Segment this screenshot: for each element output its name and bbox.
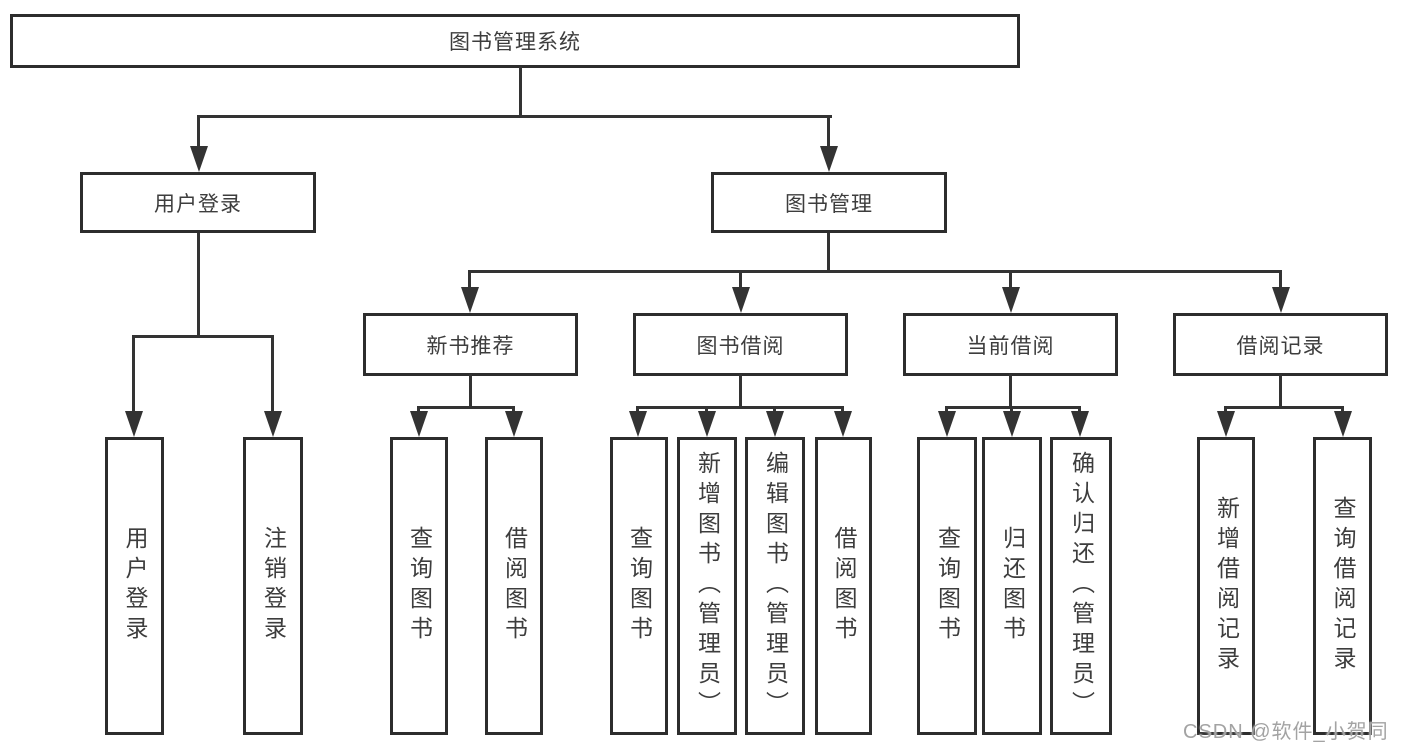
connector-line (519, 67, 522, 118)
node-user-login: 用户登录 (80, 172, 316, 233)
leaf-logout-label: 注销登录 (260, 526, 287, 646)
arrow-down-icon (1272, 287, 1290, 313)
leaf-query-books-recommend-label: 查询图书 (406, 526, 433, 646)
leaf-confirm-return-admin-label: 确认归还（管理员） (1068, 451, 1095, 721)
leaf-borrow-books-recommend: 借阅图书 (485, 437, 543, 735)
node-user-login-label: 用户登录 (154, 192, 242, 216)
leaf-borrow-books: 借阅图书 (815, 437, 872, 735)
leaf-add-borrow-record-label: 新增借阅记录 (1213, 496, 1240, 676)
arrow-down-icon (698, 411, 716, 437)
leaf-return-books: 归还图书 (982, 437, 1042, 735)
connector-line (1279, 374, 1282, 408)
arrow-down-icon (461, 287, 479, 313)
node-book-management-label: 图书管理 (785, 192, 873, 216)
arrow-down-icon (190, 146, 208, 172)
node-book-borrowing-label: 图书借阅 (696, 334, 785, 358)
connector-line (468, 270, 471, 290)
node-book-management: 图书管理 (711, 172, 947, 233)
connector-line (132, 335, 135, 415)
leaf-return-books-label: 归还图书 (999, 526, 1026, 646)
arrow-down-icon (820, 146, 838, 172)
leaf-borrow-books-label: 借阅图书 (831, 526, 857, 646)
leaf-user-login: 用户登录 (105, 437, 164, 735)
connector-line (469, 374, 472, 408)
leaf-borrow-books-recommend-label: 借阅图书 (501, 526, 528, 646)
connector-line (739, 270, 742, 290)
node-book-borrowing: 图书借阅 (633, 313, 848, 376)
arrow-down-icon (766, 411, 784, 437)
connector-line (469, 270, 1282, 273)
leaf-logout: 注销登录 (243, 437, 303, 735)
node-borrowing-records-label: 借阅记录 (1236, 334, 1325, 358)
leaf-query-books-borrowing-label: 查询图书 (626, 526, 653, 646)
arrow-down-icon (1071, 411, 1089, 437)
node-current-borrowing-label: 当前借阅 (966, 334, 1055, 358)
leaf-query-books-current-label: 查询图书 (934, 526, 961, 646)
leaf-add-book-admin: 新增图书（管理员） (677, 437, 737, 735)
leaf-query-borrow-record: 查询借阅记录 (1313, 437, 1372, 735)
arrow-down-icon (629, 411, 647, 437)
arrow-down-icon (264, 411, 282, 437)
connector-line (1009, 270, 1012, 290)
connector-line (418, 406, 515, 409)
leaf-query-books-current: 查询图书 (917, 437, 977, 735)
leaf-query-books-recommend: 查询图书 (390, 437, 448, 735)
arrow-down-icon (1334, 411, 1352, 437)
connector-line (1279, 270, 1282, 290)
arrow-down-icon (125, 411, 143, 437)
arrow-down-icon (732, 287, 750, 313)
leaf-edit-book-admin: 编辑图书（管理员） (745, 437, 805, 735)
arrow-down-icon (410, 411, 428, 437)
connector-line (197, 115, 200, 149)
leaf-add-borrow-record: 新增借阅记录 (1197, 437, 1255, 735)
connector-line (271, 335, 274, 415)
node-new-book-recommend: 新书推荐 (363, 313, 578, 376)
leaf-query-books-borrowing: 查询图书 (610, 437, 668, 735)
leaf-confirm-return-admin: 确认归还（管理员） (1050, 437, 1112, 735)
arrow-down-icon (938, 411, 956, 437)
node-current-borrowing: 当前借阅 (903, 313, 1118, 376)
connector-line (197, 233, 200, 337)
connector-line (1009, 374, 1012, 408)
connector-line (636, 406, 844, 409)
connector-line (1225, 406, 1343, 409)
leaf-user-login-label: 用户登录 (122, 526, 148, 646)
arrow-down-icon (1217, 411, 1235, 437)
connector-line (827, 233, 830, 272)
node-library-system-label: 图书管理系统 (449, 31, 581, 54)
leaf-query-borrow-record-label: 查询借阅记录 (1330, 496, 1356, 676)
node-library-system: 图书管理系统 (10, 14, 1020, 68)
connector-line (197, 115, 832, 118)
arrow-down-icon (1002, 287, 1020, 313)
arrow-down-icon (834, 411, 852, 437)
leaf-edit-book-admin-label: 编辑图书（管理员） (762, 451, 789, 721)
connector-line (827, 115, 830, 149)
csdn-watermark: CSDN @软件_小贺同学 (1183, 721, 1389, 743)
node-new-book-recommend-label: 新书推荐 (426, 334, 515, 358)
arrow-down-icon (1003, 411, 1021, 437)
arrow-down-icon (505, 411, 523, 437)
connector-line (133, 335, 274, 338)
connector-line (739, 374, 742, 408)
node-borrowing-records: 借阅记录 (1173, 313, 1388, 376)
leaf-add-book-admin-label: 新增图书（管理员） (694, 451, 721, 721)
